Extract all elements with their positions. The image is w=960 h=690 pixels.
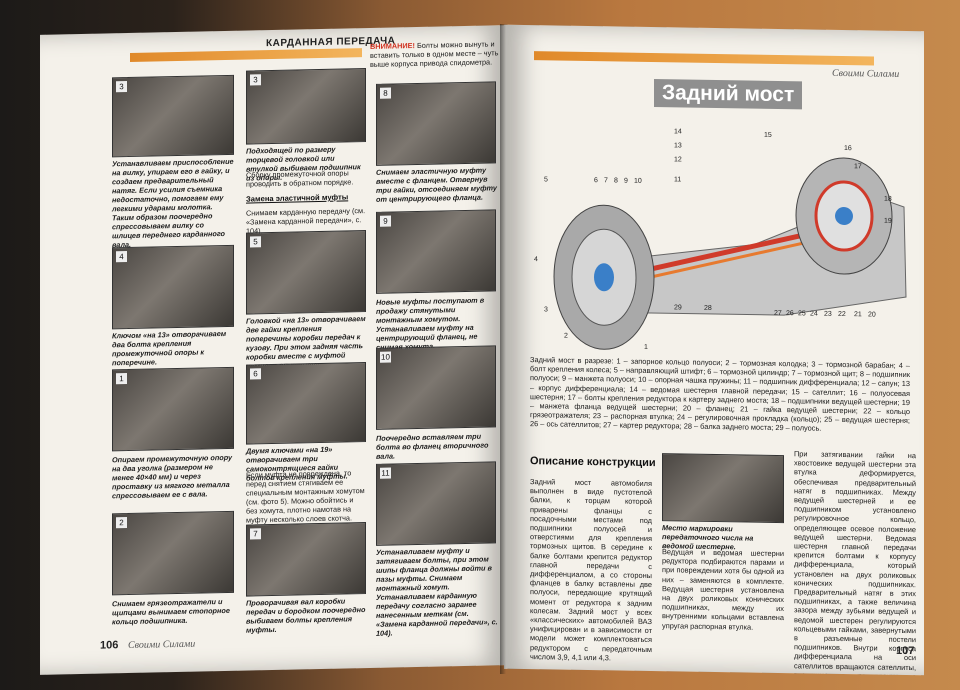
photo-number: 9	[380, 215, 391, 227]
diagram-label: 22	[838, 311, 846, 318]
photo-5: 3	[246, 68, 366, 145]
caption-12: Снимаем эластичную муфту вместе с фланце…	[376, 165, 497, 204]
differential-housing	[795, 157, 893, 275]
section-heading: Описание конструкции	[530, 455, 656, 470]
photo-8: 7	[246, 522, 366, 597]
diagram-label: 18	[884, 196, 892, 203]
body-column-1: Задний мост автомобиля выполнен в виде п…	[530, 477, 652, 663]
page-title: Задний мост	[654, 79, 803, 110]
diagram-label: 6	[594, 177, 598, 184]
book-spine-shadow	[500, 24, 510, 674]
left-page: КАРДАННАЯ ПЕРЕДАЧА ВНИМАНИЕ! Болты можно…	[40, 25, 506, 675]
photo-number: 11	[380, 467, 391, 479]
caption-10: Если муфта не повреждена, то перед сняти…	[246, 468, 365, 525]
diagram-caption: Задний мост в разрезе: 1 – запорное коль…	[530, 355, 910, 434]
diagram-label: 15	[764, 132, 772, 139]
caption-6: Сборку промежуточной опоры проводить в о…	[246, 168, 354, 189]
diagram-label: 24	[810, 311, 818, 318]
photo-12: 11	[376, 461, 496, 546]
diagram-label: 13	[674, 142, 682, 149]
photo-number: 3	[116, 81, 127, 93]
caption-3: Опираем промежуточную опору на два уголк…	[112, 452, 233, 501]
diagram-label: 2	[564, 333, 568, 340]
warning-note: ВНИМАНИЕ! Болты можно вынуть и вставить …	[370, 39, 500, 69]
diagram-label: 20	[868, 311, 876, 318]
photo-number: 10	[380, 351, 391, 363]
photo-3: 1	[112, 366, 234, 452]
diagram-label: 26	[786, 310, 794, 317]
photo-number: 2	[116, 517, 127, 529]
diagram-label: 27	[774, 310, 782, 317]
photo-7: 6	[246, 362, 366, 445]
body-column-3: При затягивании гайки на хвостовике веду…	[794, 449, 916, 676]
gear-marking-photo	[662, 453, 784, 524]
caption-2: Ключом «на 13» отворачиваем два болта кр…	[112, 328, 227, 368]
diagram-label: 16	[844, 145, 852, 152]
brake-drum	[553, 204, 655, 350]
diagram-label: 29	[674, 304, 682, 311]
diagram-label: 8	[614, 177, 618, 184]
publisher-logo: Своими Силами	[832, 67, 900, 80]
diagram-label: 23	[824, 311, 832, 318]
body-column-2: Ведущая и ведомая шестерни редуктора под…	[662, 547, 784, 632]
diagram-label: 9	[624, 178, 628, 185]
photo-1: 3	[112, 74, 234, 158]
caption-11: Проворачивая вал коробки передач и бород…	[246, 596, 366, 635]
photo-11: 10	[376, 345, 496, 430]
photo-number: 8	[380, 87, 391, 99]
diagram-label: 12	[674, 156, 682, 163]
photo-number: 4	[116, 251, 127, 263]
caption-15: Устанавливаем муфту и затягиваем болты, …	[376, 545, 498, 638]
diagram-label: 10	[634, 178, 642, 185]
photo-number: 3	[250, 74, 261, 86]
photo-number: 6	[250, 368, 261, 380]
diagram-label: 28	[704, 305, 712, 312]
diagram-label: 21	[854, 311, 862, 318]
page-number-left: 106	[100, 639, 119, 652]
diagram-label: 4	[534, 256, 538, 263]
diagram-label: 11	[674, 176, 681, 183]
open-book: КАРДАННАЯ ПЕРЕДАЧА ВНИМАНИЕ! Болты можно…	[14, 6, 948, 684]
header-stripe	[130, 48, 362, 62]
subheading: Замена эластичной муфты	[246, 192, 349, 204]
photo-4: 2	[112, 510, 234, 596]
photo-10: 9	[376, 209, 496, 294]
diagram-label: 5	[544, 176, 548, 183]
diagram-label: 3	[544, 306, 548, 313]
photo-number: 1	[116, 373, 127, 385]
caption-1: Устанавливаем приспособление на вилку, у…	[112, 156, 234, 250]
caption-4: Снимаем грязеотражатели и щипцами вынима…	[112, 597, 230, 627]
photo-number: 5	[250, 236, 261, 248]
caption-14: Поочередно вставляем три болта во фланец…	[376, 431, 489, 461]
diagram-label: 1	[644, 344, 648, 351]
diagram-label: 25	[798, 310, 806, 317]
page-number-right: 107	[896, 644, 915, 658]
diagram-label: 19	[884, 218, 892, 225]
photo-2: 4	[112, 244, 234, 330]
photo-number: 7	[250, 528, 261, 540]
diagram-label: 7	[604, 177, 608, 184]
photo-9: 8	[376, 81, 496, 166]
publisher-logo: Своими Силами	[128, 638, 196, 652]
header-stripe	[534, 51, 874, 66]
caption-13: Новые муфты поступают в продажу стянутым…	[376, 295, 485, 352]
diagram-label: 17	[854, 163, 862, 170]
photo-6: 5	[246, 230, 366, 315]
diagram-label: 14	[674, 128, 682, 135]
